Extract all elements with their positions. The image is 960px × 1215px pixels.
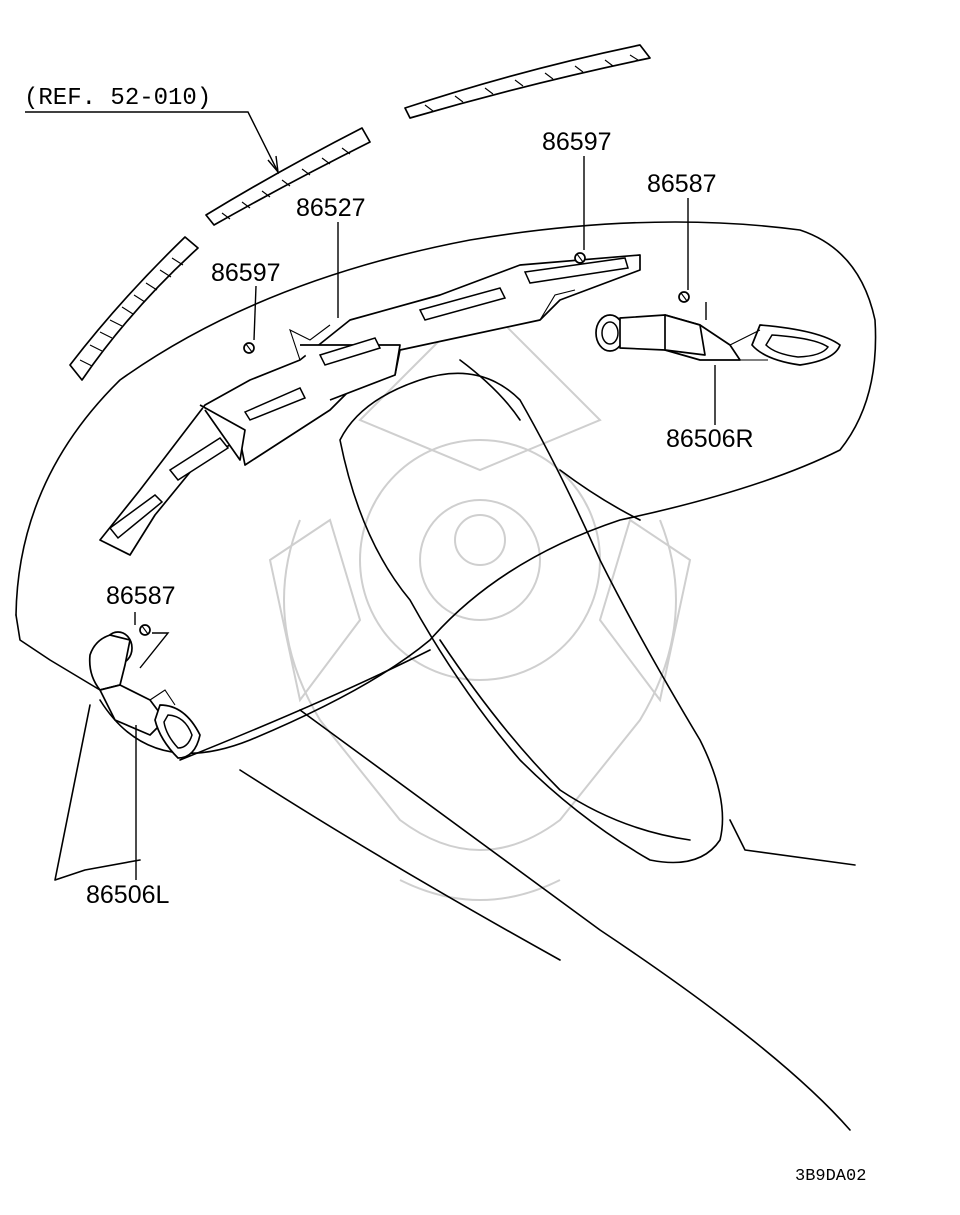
label-86587-left: 86587 bbox=[106, 582, 176, 610]
center-duct-86527 bbox=[99, 254, 641, 556]
watermark-emblem bbox=[268, 298, 692, 901]
side-duct-right-86506R bbox=[595, 314, 841, 366]
clip-right-icon bbox=[678, 291, 690, 303]
leader-lines bbox=[25, 111, 716, 880]
label-86506R: 86506R bbox=[666, 425, 754, 453]
side-duct-left-86506L bbox=[88, 631, 201, 759]
dashboard-outline bbox=[15, 221, 877, 1131]
label-86506L: 86506L bbox=[86, 881, 170, 909]
screw-left-icon bbox=[243, 342, 255, 354]
label-86587-right: 86587 bbox=[647, 170, 717, 198]
clip-left-icon bbox=[139, 624, 151, 636]
drawing-code: 3B9DA02 bbox=[795, 1167, 866, 1186]
defroster-grille-center bbox=[205, 127, 371, 226]
label-86597-right: 86597 bbox=[542, 128, 612, 156]
defroster-grille-right bbox=[404, 44, 651, 119]
label-86597-left: 86597 bbox=[211, 259, 281, 287]
reference-label: (REF. 52-010) bbox=[24, 85, 211, 112]
defroster-grille-left bbox=[69, 236, 199, 381]
label-86527: 86527 bbox=[296, 194, 366, 222]
screw-right-icon bbox=[574, 252, 586, 264]
